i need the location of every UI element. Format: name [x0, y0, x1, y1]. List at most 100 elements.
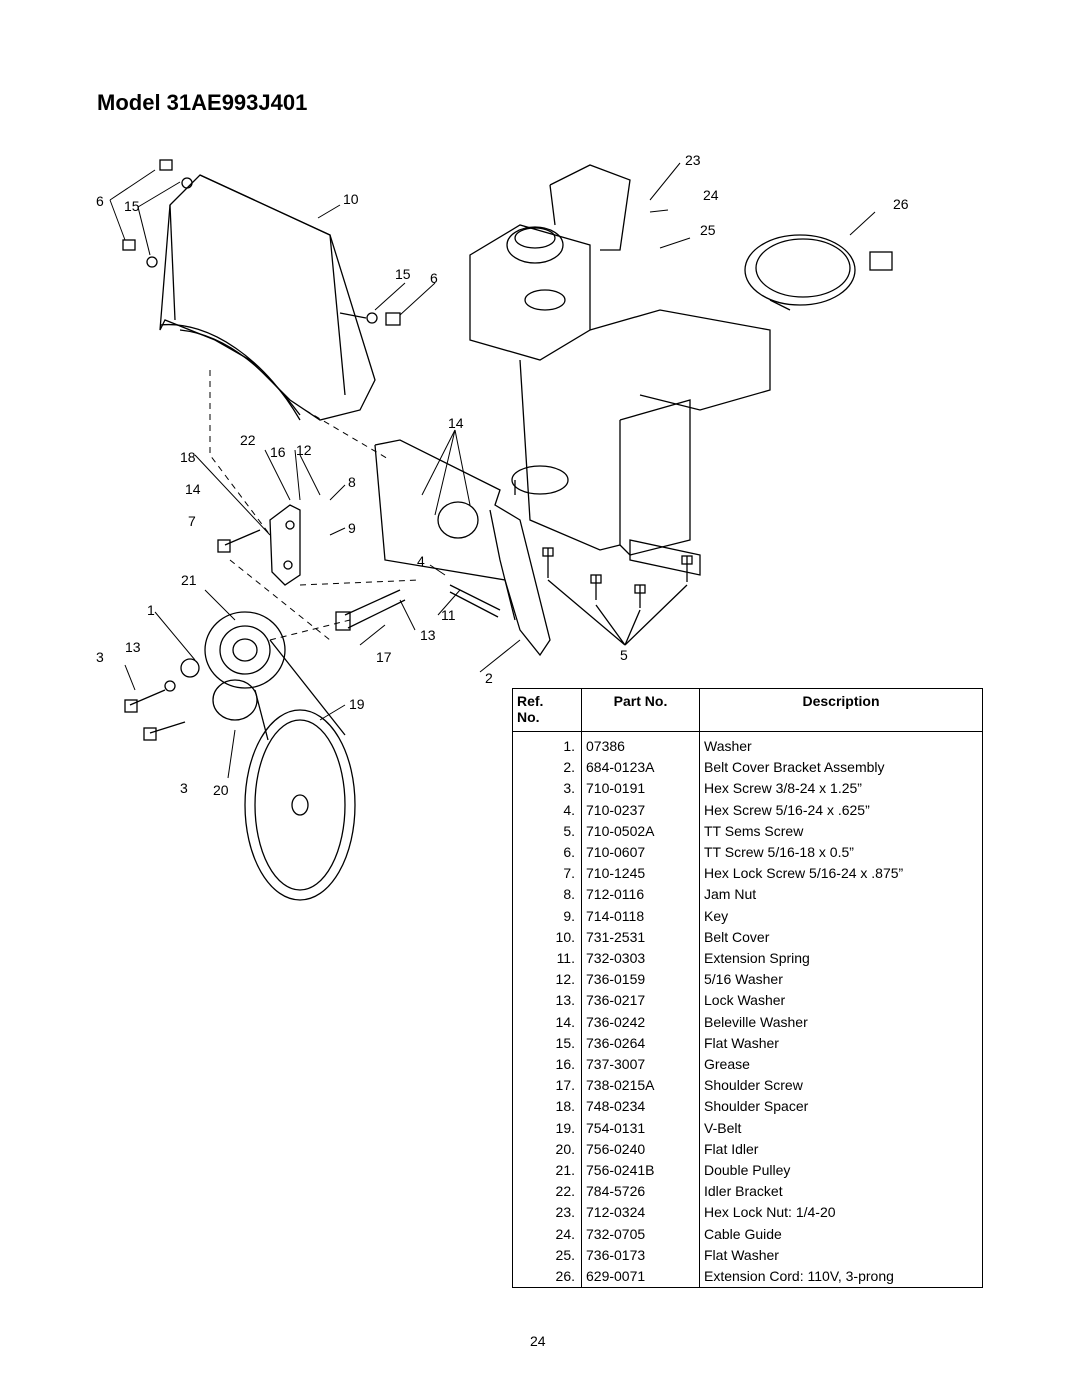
callout-5: 5 [620, 647, 628, 663]
ref-cell: 19. [512, 1117, 582, 1139]
part-number-cell: 756-0240 [581, 1138, 700, 1161]
callout-15b: 15 [395, 266, 411, 282]
bracket-assembly-drawing [374, 439, 551, 657]
ref-cell: 14. [512, 1011, 582, 1033]
header-description: Description [699, 688, 983, 732]
part-number-cell: 756-0241B [581, 1160, 700, 1182]
page-title: Model 31AE993J401 [97, 90, 308, 115]
part-number-cell: 710-1245 [581, 863, 700, 885]
cover-hardware-drawing [122, 159, 401, 326]
description-cell: V-Belt [699, 1117, 983, 1139]
callout-14: 14 [448, 415, 464, 431]
part-number-cell: 710-0502A [581, 820, 700, 843]
callout-7: 7 [188, 513, 196, 529]
description-cell: Cable Guide [699, 1223, 983, 1245]
part-number-cell: 732-0705 [581, 1223, 700, 1245]
part-number-cell: 710-0607 [581, 842, 700, 864]
part-number-cell: 684-0123A [581, 757, 700, 779]
screws-drawing [124, 529, 261, 741]
extension-cord-drawing [744, 234, 893, 311]
part-number-cell: 629-0071 [581, 1266, 700, 1289]
ref-cell: 5. [512, 820, 582, 843]
ref-cell: 6. [512, 842, 582, 864]
part-number-cell: 736-0264 [581, 1032, 700, 1055]
header-ref-label: Ref. [517, 693, 544, 709]
description-cell: Hex Lock Nut: 1/4-20 [699, 1202, 983, 1224]
ref-cell: 20. [512, 1138, 582, 1161]
callout-17: 17 [376, 649, 392, 665]
ref-cell: 26. [512, 1266, 582, 1289]
callout-24: 24 [703, 187, 719, 203]
ref-cell: 21. [512, 1160, 582, 1182]
description-cell: Grease [699, 1054, 983, 1076]
belt-cover-drawing [159, 174, 376, 421]
pulley-belt-drawing [164, 611, 356, 901]
tt-sems-screws-drawing [542, 547, 693, 646]
shoulder-screw-drawing [335, 584, 501, 631]
description-cell: Flat Washer [699, 1032, 983, 1055]
assembly-dashed-lines [209, 370, 421, 641]
part-number-cell: 738-0215A [581, 1075, 700, 1097]
table-header-row: Ref.No. Part No. Description [512, 688, 983, 732]
callout-23: 23 [685, 152, 701, 168]
description-cell: Washer [699, 731, 983, 758]
ref-cell: 12. [512, 969, 582, 991]
callout-18: 18 [180, 449, 196, 465]
ref-cell: 3. [512, 778, 582, 800]
callout-3: 3 [96, 649, 104, 665]
description-cell: Idler Bracket [699, 1181, 983, 1203]
description-cell: Lock Washer [699, 990, 983, 1012]
callout-25: 25 [700, 222, 716, 238]
page-number: 24 [530, 1333, 546, 1349]
callout-13: 13 [420, 627, 436, 643]
callout-15: 15 [124, 198, 140, 214]
header-part-no: Part No. [581, 688, 700, 732]
description-cell: Hex Lock Screw 5/16-24 x .875” [699, 863, 983, 885]
description-cell: TT Sems Screw [699, 820, 983, 843]
ref-cell: 22. [512, 1181, 582, 1203]
description-cell: Belt Cover [699, 926, 983, 949]
ref-cell: 4. [512, 799, 582, 821]
description-cell: Key [699, 905, 983, 927]
part-number-cell: 736-0242 [581, 1011, 700, 1033]
ref-cell: 13. [512, 990, 582, 1012]
part-number-cell: 710-0191 [581, 778, 700, 800]
description-cell: TT Screw 5/16-18 x 0.5” [699, 842, 983, 864]
part-number-cell: 732-0303 [581, 948, 700, 970]
callout-19: 19 [349, 696, 365, 712]
description-cell: Jam Nut [699, 884, 983, 906]
description-cell: Extension Spring [699, 948, 983, 970]
engine-drawing [469, 164, 771, 576]
description-cell: Flat Idler [699, 1138, 983, 1161]
ref-cell: 2. [512, 757, 582, 779]
description-cell: Hex Screw 5/16-24 x .625” [699, 799, 983, 821]
ref-cell: 10. [512, 926, 582, 949]
part-number-cell: 737-3007 [581, 1054, 700, 1076]
part-number-cell: 754-0131 [581, 1117, 700, 1139]
part-number-cell: 710-0237 [581, 799, 700, 821]
callout-6b: 6 [430, 270, 438, 286]
part-number-cell: 714-0118 [581, 905, 700, 927]
description-cell: 5/16 Washer [699, 969, 983, 991]
part-number-cell: 731-2531 [581, 926, 700, 949]
callout-12: 12 [296, 442, 312, 458]
callout-6: 6 [96, 193, 104, 209]
header-ref-no: Ref.No. [512, 688, 582, 732]
ref-cell: 11. [512, 948, 582, 970]
description-cell: Belt Cover Bracket Assembly [699, 757, 983, 779]
